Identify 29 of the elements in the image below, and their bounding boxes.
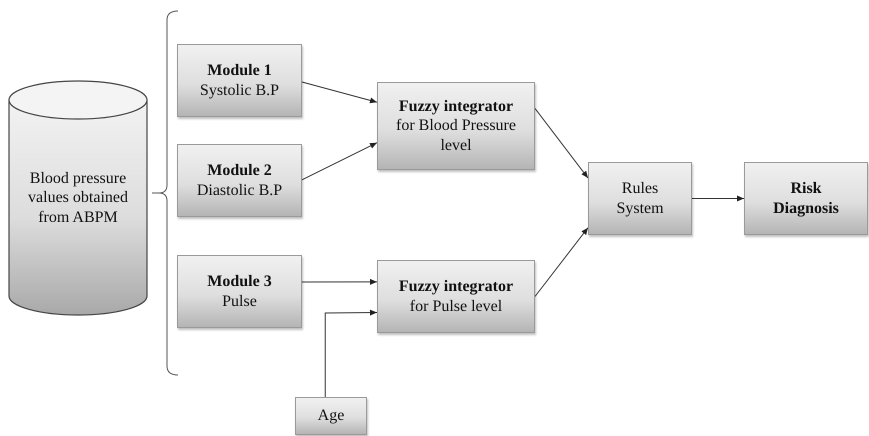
box-text: for Blood Pressure level [395, 116, 517, 155]
arrow [302, 142, 378, 180]
process-box [744, 162, 868, 235]
process-box [295, 397, 367, 435]
box-heading: Risk Diagnosis [772, 179, 840, 218]
box-heading: Fuzzy integrator [398, 97, 514, 116]
box-heading: Module 2 [207, 161, 272, 180]
arrow [324, 310, 378, 398]
arrow [534, 108, 588, 179]
box-text: Pulse [221, 292, 258, 311]
box-text: Age [316, 406, 346, 426]
box-heading: Fuzzy integrator [398, 277, 514, 296]
process-box [177, 44, 302, 117]
process-box [377, 260, 535, 333]
box-heading: Module 1 [207, 61, 272, 80]
arrow [302, 81, 378, 104]
process-box [177, 255, 302, 328]
arrow [302, 278, 378, 285]
box-text: Systolic B.P [198, 80, 280, 100]
arrow [534, 227, 588, 297]
process-box [177, 144, 302, 217]
arrow [692, 196, 744, 202]
box-text: for Pulse level [408, 296, 504, 316]
process-box [588, 162, 692, 235]
box-text: Blood pressure values obtained from ABPM [27, 169, 129, 227]
process-box [377, 82, 535, 170]
box-text: Diastolic B.P [196, 180, 284, 200]
box-heading: Module 3 [207, 272, 272, 292]
box-text: Rules System [615, 179, 665, 218]
